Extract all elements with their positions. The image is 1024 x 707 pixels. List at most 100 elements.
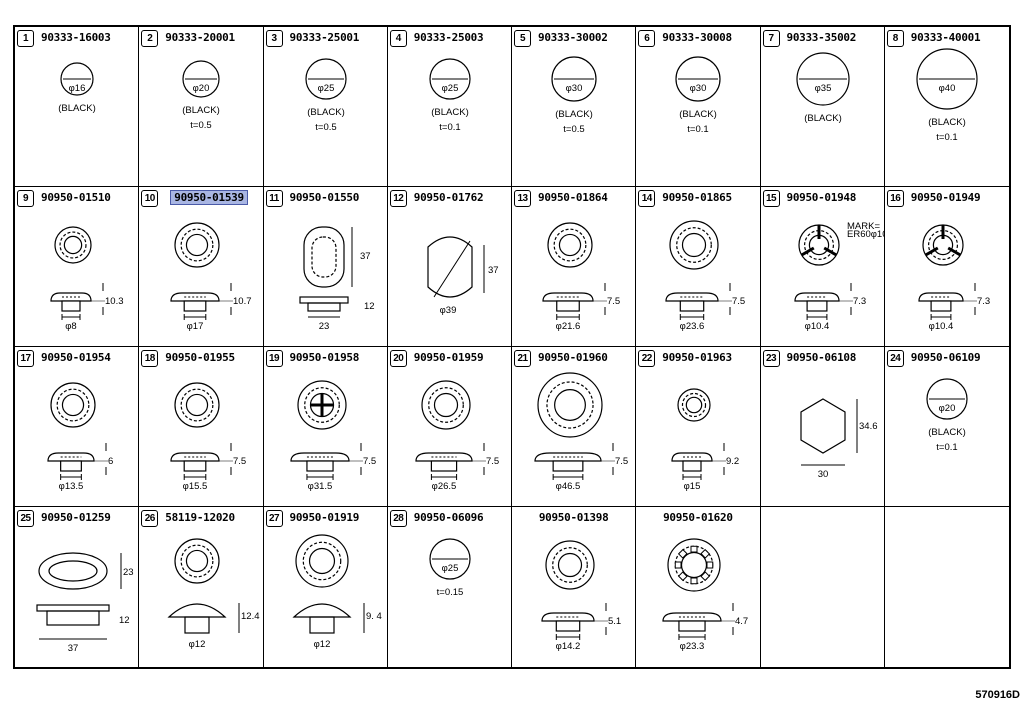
height-label: 7.5 — [363, 456, 376, 467]
disc-outline — [916, 48, 978, 110]
part-drawing: φ25(BLACK)t=0.1 — [429, 58, 471, 133]
height-label: 23 — [123, 567, 134, 578]
disc-outline — [926, 378, 968, 420]
shank — [430, 460, 457, 472]
part-number[interactable]: 90950-06109 — [910, 351, 981, 364]
part-number[interactable]: 90950-01864 — [538, 191, 608, 204]
part-drawing: φ20(BLACK)t=0.1 — [926, 378, 968, 453]
hex-outline — [799, 398, 846, 454]
disc-outline — [182, 60, 220, 98]
height-label: 7.3 — [853, 296, 866, 307]
clip-outline — [427, 236, 473, 298]
hole-ring — [186, 549, 209, 573]
diameter-label: φ23.3 — [680, 641, 705, 652]
outer-ring — [421, 380, 471, 430]
inner-ring — [676, 227, 713, 263]
part-number[interactable]: 90950-06108 — [786, 351, 857, 364]
part-number[interactable]: 90333-35002 — [786, 31, 857, 44]
note-label: t=0.5 — [315, 122, 336, 133]
part-number[interactable]: 90950-01259 — [41, 511, 111, 524]
part-number[interactable]: 90950-01954 — [41, 351, 111, 364]
part-number[interactable]: 90950-01620 — [663, 511, 733, 524]
part-number[interactable]: 90333-25003 — [413, 31, 484, 44]
diameter-label: φ31.5 — [307, 481, 332, 492]
diameter-label: φ30 — [690, 83, 707, 94]
part-number[interactable]: 90950-01949 — [910, 191, 981, 204]
diameter-label: φ15 — [684, 481, 701, 492]
part-number[interactable]: 90950-01919 — [289, 511, 360, 524]
part-number[interactable]: 90950-01955 — [165, 351, 235, 364]
part-number[interactable]: 58119-12020 — [165, 511, 235, 524]
outer-ring — [174, 222, 220, 268]
shank — [679, 300, 705, 312]
part-number-highlighted[interactable]: 90950-01539 — [170, 190, 248, 205]
height-label: 7.5 — [486, 456, 499, 467]
note-label: (BLACK) — [928, 427, 965, 438]
note-label: (BLACK) — [928, 117, 965, 128]
shank — [61, 300, 81, 312]
part-number[interactable]: 90950-01550 — [289, 191, 360, 204]
inner-ring — [302, 541, 341, 581]
note-label: t=0.5 — [191, 120, 212, 131]
part-number[interactable]: 90950-01948 — [786, 191, 857, 204]
part-number[interactable]: 90950-01963 — [662, 351, 732, 364]
callout-number: 13 — [514, 190, 531, 207]
height2-label: 12 — [119, 615, 130, 626]
callout-number: 12 — [389, 190, 407, 207]
inner-ring — [180, 388, 214, 422]
part-cell: 20 90950-01959 φ26.5 7.5 — [387, 347, 512, 507]
part-number[interactable]: 90950-01398 — [538, 511, 609, 524]
mark-label: ER60φ10 — [847, 229, 885, 240]
part-number[interactable]: 90950-01959 — [413, 351, 484, 364]
shank — [805, 300, 827, 312]
part-number[interactable]: 90333-30008 — [662, 31, 732, 44]
part-number[interactable]: 90950-06096 — [413, 511, 484, 524]
outer-ring — [537, 372, 603, 438]
part-number[interactable]: 90333-25001 — [289, 31, 360, 44]
callout-number: 24 — [886, 350, 904, 367]
diameter-label: φ13.5 — [59, 481, 84, 492]
part-number[interactable]: 90333-40001 — [910, 31, 981, 44]
callout-number: 21 — [514, 350, 531, 367]
oval-outer — [302, 226, 345, 288]
part-number[interactable]: 90333-20001 — [165, 31, 235, 44]
part-drawing: φ13.56 — [47, 382, 113, 492]
shank — [60, 460, 82, 472]
note-label: t=0.15 — [436, 587, 463, 598]
hole-ring — [61, 393, 85, 417]
height-label: 7.5 — [233, 456, 246, 467]
diameter-label: φ26.5 — [431, 481, 456, 492]
disc-outline — [675, 56, 721, 102]
note-label: t=0.1 — [936, 442, 957, 453]
part-number[interactable]: 90333-30002 — [538, 31, 608, 44]
part-drawing: φ15.57.5 — [170, 382, 246, 492]
width-label: 23 — [318, 321, 329, 332]
flange — [541, 612, 595, 622]
part-number[interactable]: 90950-01865 — [662, 191, 732, 204]
part-number[interactable]: 90950-01510 — [41, 191, 111, 204]
part-number[interactable]: 90950-01762 — [413, 191, 484, 204]
height-label: 7.3 — [977, 296, 990, 307]
outer-ring — [545, 540, 595, 590]
callout-number: 20 — [389, 350, 407, 367]
disc-outline — [60, 62, 94, 96]
part-drawing: φ10.47.3 — [918, 224, 990, 332]
part-number[interactable]: 90950-01958 — [289, 351, 360, 364]
part-number[interactable]: 90950-01960 — [538, 351, 608, 364]
part-number[interactable]: 90333-16003 — [41, 31, 111, 44]
flange — [170, 292, 220, 302]
hole-ring — [433, 392, 458, 418]
